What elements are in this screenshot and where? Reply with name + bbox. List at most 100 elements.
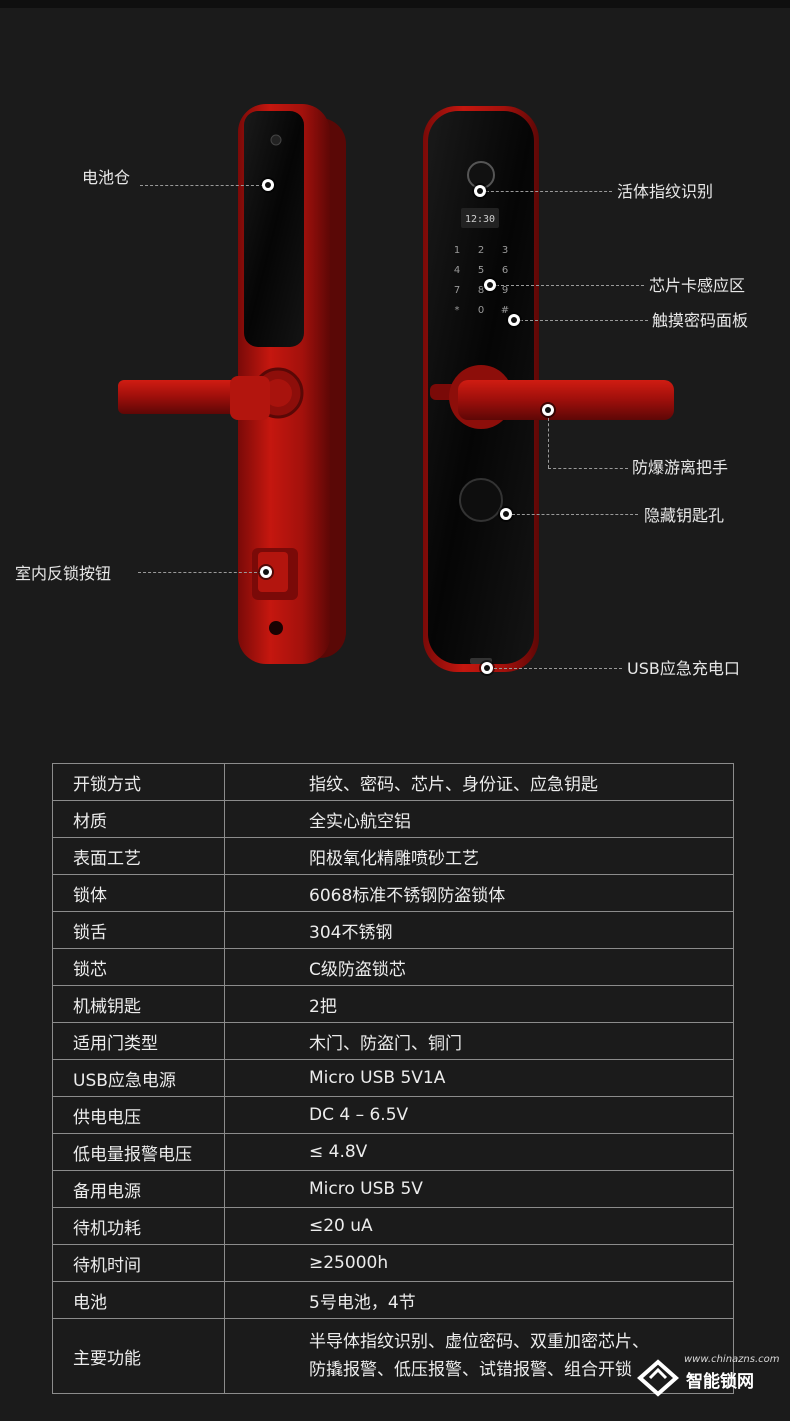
hotspot-usb[interactable] <box>481 662 493 674</box>
table-row: 材质全实心航空铝 <box>52 800 734 838</box>
spec-value: C级防盗锁芯 <box>224 948 734 986</box>
keypad-key[interactable]: 9 <box>502 285 508 296</box>
spec-value: ≥25000h <box>224 1244 734 1282</box>
spec-value: ≤ 4.8V <box>224 1133 734 1171</box>
spec-label: 待机功耗 <box>52 1207 225 1245</box>
keypad-key[interactable]: 3 <box>502 245 508 256</box>
table-row: 低电量报警电压≤ 4.8V <box>52 1133 734 1171</box>
spec-label: 待机时间 <box>52 1244 225 1282</box>
spec-label: 主要功能 <box>52 1318 225 1394</box>
spec-value: 阳极氧化精雕喷砂工艺 <box>224 837 734 875</box>
watermark-name: 智能锁网 <box>686 1372 754 1392</box>
spec-label: 备用电源 <box>52 1170 225 1208</box>
main-function-line-2: 防撬报警、低压报警、试错报警、组合开锁 <box>309 1360 632 1380</box>
keypad-key[interactable]: 5 <box>478 265 484 276</box>
spec-label: USB应急电源 <box>52 1059 225 1097</box>
callout-line <box>140 185 264 186</box>
spec-label: 低电量报警电压 <box>52 1133 225 1171</box>
hotspot-battery[interactable] <box>262 179 274 191</box>
keypad-key[interactable]: 6 <box>502 265 508 276</box>
table-row: 开锁方式指纹、密码、芯片、身份证、应急钥匙 <box>52 763 734 801</box>
table-row: 待机时间≥25000h <box>52 1244 734 1282</box>
keypad-key[interactable]: 1 <box>454 245 460 256</box>
callout-line <box>486 191 612 192</box>
keypad-key[interactable]: 2 <box>478 245 484 256</box>
spec-value: DC 4 – 6.5V <box>224 1096 734 1134</box>
spec-value: 304不锈钢 <box>224 911 734 949</box>
callout-fingerprint: 活体指纹识别 <box>617 182 714 201</box>
screen-time: 12:30 <box>465 214 495 225</box>
table-row: 表面工艺阳极氧化精雕喷砂工艺 <box>52 837 734 875</box>
callout-line <box>512 514 638 515</box>
hotspot-handle[interactable] <box>542 404 554 416</box>
callout-battery: 电池仓 <box>82 168 131 187</box>
keypad-key[interactable]: # <box>501 305 509 316</box>
spec-label: 供电电压 <box>52 1096 225 1134</box>
hotspot-fingerprint[interactable] <box>474 185 486 197</box>
keypad-key[interactable]: 0 <box>478 305 484 316</box>
hotspot-card[interactable] <box>484 279 496 291</box>
spec-table-body: 开锁方式指纹、密码、芯片、身份证、应急钥匙材质全实心航空铝表面工艺阳极氧化精雕喷… <box>52 763 734 1319</box>
spec-table: 开锁方式指纹、密码、芯片、身份证、应急钥匙材质全实心航空铝表面工艺阳极氧化精雕喷… <box>52 763 734 1394</box>
spec-value: 指纹、密码、芯片、身份证、应急钥匙 <box>224 763 734 801</box>
indoor-lock <box>118 104 346 664</box>
callout-line <box>138 572 262 573</box>
spec-value: Micro USB 5V <box>224 1170 734 1208</box>
spec-value: ≤20 uA <box>224 1207 734 1245</box>
table-row: 待机功耗≤20 uA <box>52 1207 734 1245</box>
table-row: 主要功能 半导体指纹识别、虚位密码、双重加密芯片、 防撬报警、低压报警、试错报警… <box>52 1318 734 1394</box>
spec-label: 锁舌 <box>52 911 225 949</box>
outdoor-lock: 12:30 1 2 3 4 5 6 7 8 9 * 0 # <box>423 106 674 672</box>
hotspot-keyhole[interactable] <box>500 508 512 520</box>
keypad: 1 2 3 4 5 6 7 8 9 * 0 # <box>454 245 509 316</box>
callout-line <box>520 320 648 321</box>
table-row: 适用门类型木门、防盗门、铜门 <box>52 1022 734 1060</box>
keypad-key[interactable]: 8 <box>478 285 484 296</box>
spec-label: 锁体 <box>52 874 225 912</box>
callout-handle: 防爆游离把手 <box>632 458 729 477</box>
spec-label: 材质 <box>52 800 225 838</box>
callout-line <box>496 285 644 286</box>
spec-value: Micro USB 5V1A <box>224 1059 734 1097</box>
spec-value: 6068标准不锈钢防盗锁体 <box>224 874 734 912</box>
top-bar <box>0 0 790 8</box>
callout-indoor-lock: 室内反锁按钮 <box>15 564 112 583</box>
spec-value: 5号电池，4节 <box>224 1281 734 1319</box>
watermark-site: www.chinazns.com <box>684 1354 780 1365</box>
callout-touchpad: 触摸密码面板 <box>652 311 749 330</box>
callout-usb: USB应急充电口 <box>627 659 740 678</box>
spec-value: 半导体指纹识别、虚位密码、双重加密芯片、 防撬报警、低压报警、试错报警、组合开锁 <box>224 1318 734 1394</box>
lock-illustration: 12:30 1 2 3 4 5 6 7 8 9 * 0 # <box>118 104 674 672</box>
spec-label: 机械钥匙 <box>52 985 225 1023</box>
watermark: www.chinazns.com 智能锁网 <box>636 1354 780 1400</box>
keypad-key[interactable]: 4 <box>454 265 460 276</box>
keypad-key[interactable]: * <box>455 305 460 316</box>
hotspot-indoor-lock[interactable] <box>260 566 272 578</box>
spec-label: 电池 <box>52 1281 225 1319</box>
spec-value: 木门、防盗门、铜门 <box>224 1022 734 1060</box>
callout-keyhole: 隐藏钥匙孔 <box>644 506 725 525</box>
chinazns-logo-icon <box>636 1359 680 1397</box>
spec-label: 锁芯 <box>52 948 225 986</box>
keypad-key[interactable]: 7 <box>454 285 460 296</box>
product-hero: 12:30 1 2 3 4 5 6 7 8 9 * 0 # 电池仓 活体指纹识别 芯片卡感应区 触摸密… <box>0 8 790 728</box>
spec-label: 开锁方式 <box>52 763 225 801</box>
callout-card: 芯片卡感应区 <box>649 276 746 295</box>
spec-label: 表面工艺 <box>52 837 225 875</box>
spec-label: 适用门类型 <box>52 1022 225 1060</box>
callout-line <box>548 468 628 469</box>
main-function-line-1: 半导体指纹识别、虚位密码、双重加密芯片、 <box>309 1332 649 1352</box>
spec-value: 全实心航空铝 <box>224 800 734 838</box>
hotspot-touchpad[interactable] <box>508 314 520 326</box>
callout-line <box>548 418 549 468</box>
spec-value: 2把 <box>224 985 734 1023</box>
callout-line <box>494 668 622 669</box>
